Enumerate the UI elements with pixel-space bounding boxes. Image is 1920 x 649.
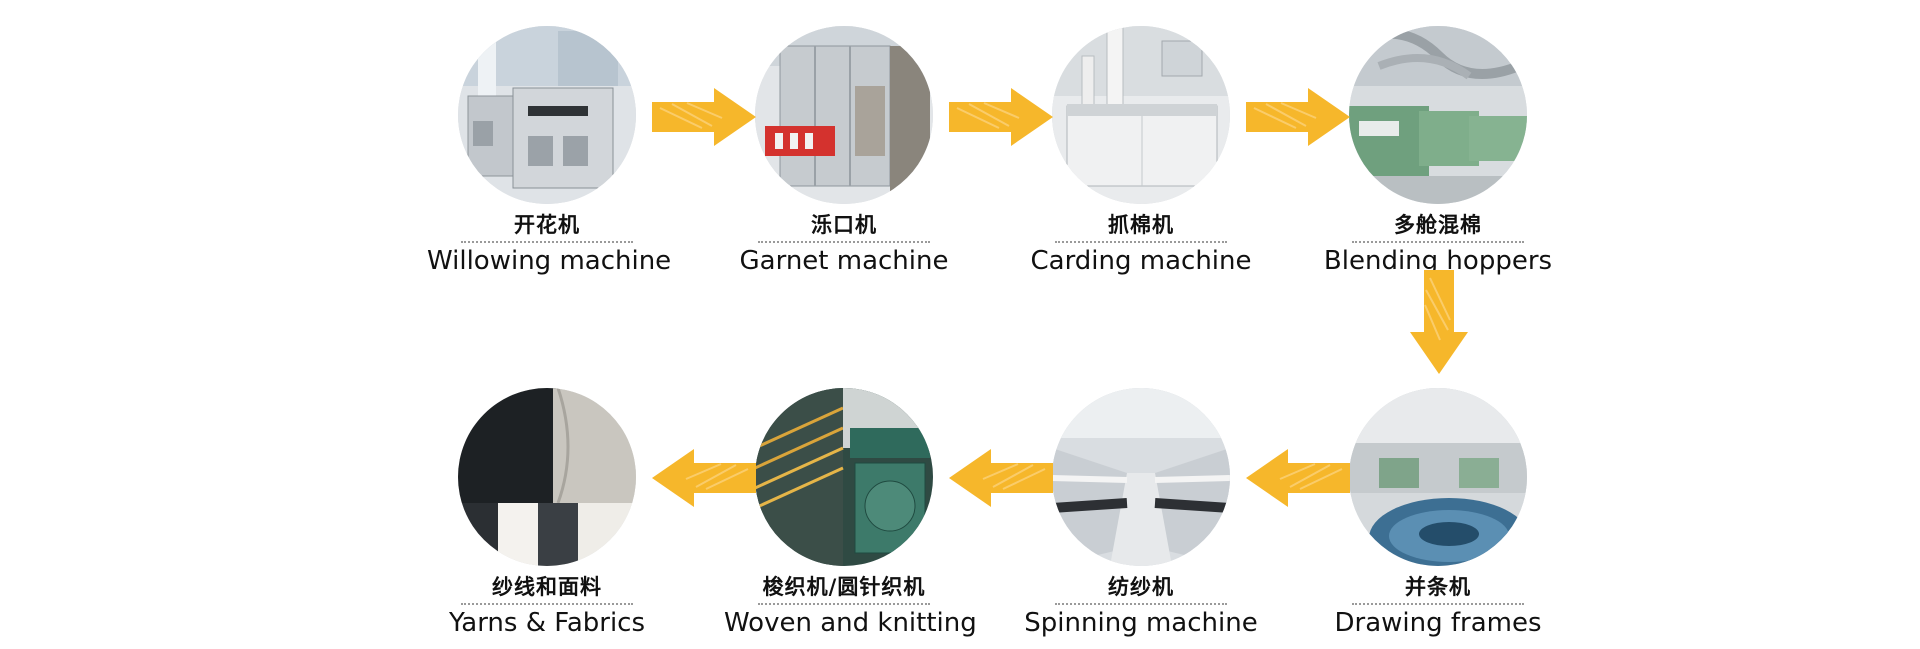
arrow-right-icon	[652, 88, 756, 146]
step-label-cn: 纺纱机	[1108, 575, 1174, 599]
arrow-left-icon	[652, 449, 756, 507]
step-blending: 多舱混棉 Blending hoppers	[1318, 26, 1558, 277]
label-divider	[758, 603, 930, 605]
step-label-en: Drawing frames	[1334, 608, 1542, 638]
label-divider	[1352, 603, 1524, 605]
step-willowing: 开花机 Willowing machine	[427, 26, 672, 277]
step-garnet: 泺口机 Garnet machine	[724, 26, 964, 277]
willowing-machine-photo	[458, 26, 636, 204]
step-label-cn: 开花机	[514, 213, 580, 237]
label-divider	[1055, 603, 1227, 605]
step-label-en: Spinning machine	[1024, 608, 1258, 638]
label-divider	[758, 241, 930, 243]
label-divider	[461, 603, 633, 605]
step-spinning: 纺纱机 Spinning machine	[1021, 388, 1261, 639]
blending-hoppers-photo	[1349, 26, 1527, 204]
step-label-en: Carding machine	[1030, 246, 1252, 276]
yarns-fabrics-photo	[458, 388, 636, 566]
step-yarns-fabrics: 纱线和面料 Yarns & Fabrics	[427, 388, 667, 639]
step-label-cn: 纱线和面料	[492, 575, 602, 599]
label-divider	[461, 241, 633, 243]
carding-machine-photo	[1052, 26, 1230, 204]
step-label-en: Garnet machine	[739, 246, 949, 276]
step-label-cn: 泺口机	[811, 213, 877, 237]
step-label-cn: 梭织机/圆针织机	[762, 575, 926, 599]
label-divider	[1352, 241, 1524, 243]
step-weaving-knitting: 梭织机/圆针织机 Woven and knitting	[724, 388, 977, 639]
garnet-machine-photo	[755, 26, 933, 204]
step-carding: 抓棉机 Carding machine	[1021, 26, 1261, 277]
arrow-right-icon	[1246, 88, 1350, 146]
step-label-en: Woven and knitting	[724, 608, 977, 638]
step-label-en: Yarns & Fabrics	[448, 608, 646, 638]
step-drawing: 并条机 Drawing frames	[1318, 388, 1558, 639]
spinning-machine-photo	[1052, 388, 1230, 566]
step-label-cn: 并条机	[1405, 575, 1471, 599]
arrow-right-icon	[949, 88, 1053, 146]
arrow-down-icon	[1410, 270, 1468, 374]
weaving-knitting-photo	[755, 388, 933, 566]
step-label-cn: 抓棉机	[1108, 213, 1174, 237]
drawing-frames-photo	[1349, 388, 1527, 566]
label-divider	[1055, 241, 1227, 243]
arrow-left-icon	[1246, 449, 1350, 507]
step-label-cn: 多舱混棉	[1394, 213, 1482, 237]
step-label-en: Willowing machine	[427, 246, 672, 276]
arrow-left-icon	[949, 449, 1053, 507]
